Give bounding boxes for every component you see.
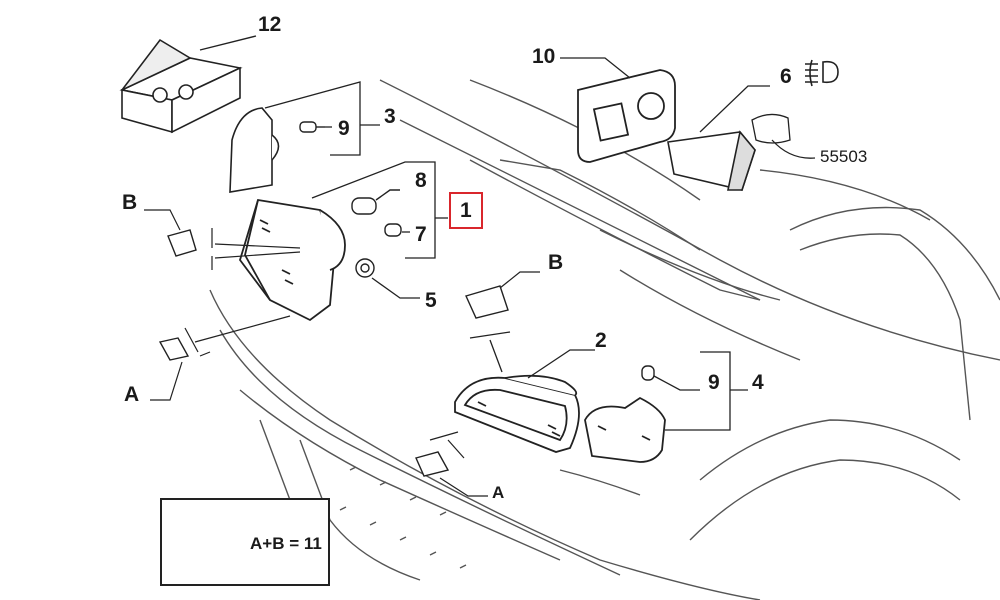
part-10-cover-plate [577,69,676,163]
part-12-bulb-kit-box [119,38,243,134]
legend-text: A+B = 11 [250,534,322,553]
part-2-fog-lamp [454,374,580,453]
callout-12: 12 [258,13,282,36]
clip-b-right [465,285,509,319]
part-1-headlamp [239,198,346,322]
bulb-7 [384,223,402,237]
callout-b-right: B [548,251,564,274]
bulb-55503 [751,113,791,144]
callout-1-highlighted: 1 [449,192,483,229]
part-6-fog-switch [667,130,756,191]
callout-4: 4 [752,371,764,394]
nut-5 [355,258,375,278]
callout-2: 2 [595,329,607,352]
callout-b-left: B [122,191,138,214]
callout-6: 6 [780,65,792,88]
clip-a-left [158,337,190,361]
callout-a-left: A [124,383,140,406]
fog-light-icon [805,59,839,87]
bulb-9-right [641,365,655,381]
callout-9-top: 9 [338,117,350,140]
clip-b-left [167,229,197,257]
clip-a-bottom [415,451,450,477]
callout-55503: 55503 [820,147,868,166]
callout-7: 7 [415,223,427,246]
part-4-side-indicator [584,396,666,463]
callout-3: 3 [384,105,396,128]
part-3-side-lamp [229,107,280,193]
callout-5: 5 [425,289,437,312]
bulb-8 [351,189,400,215]
callout-10: 10 [532,45,556,68]
callout-8: 8 [415,169,427,192]
car-body-outline [209,79,1000,600]
callout-a-bottom: A [492,483,505,502]
bulb-9-top [299,121,325,133]
legend-box: A+B = 11 [160,498,330,586]
callout-9-right: 9 [708,371,720,394]
